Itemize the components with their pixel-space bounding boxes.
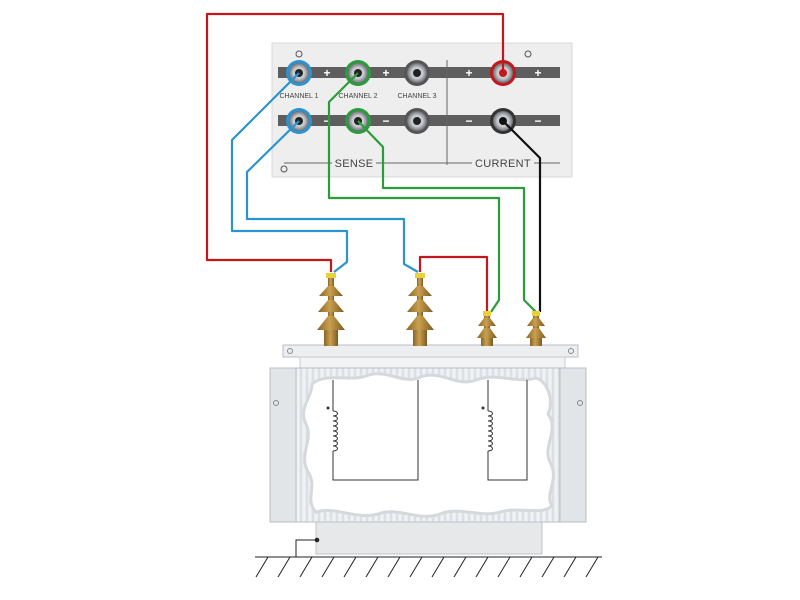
minus-sign: − — [323, 114, 330, 128]
tank-side-left — [269, 367, 297, 523]
channel2-positive-lead — [327, 72, 501, 313]
plus-sign: + — [534, 66, 541, 80]
plus-sign: + — [323, 66, 330, 80]
hv-bushing-1 — [317, 273, 345, 346]
winding-right — [481, 380, 528, 481]
lv-bushing-2 — [526, 311, 546, 346]
cover-flange — [299, 356, 566, 370]
sense-label: SENSE — [335, 158, 374, 170]
jack-channel3-positive[interactable] — [404, 60, 430, 86]
panel-screw — [524, 50, 532, 58]
jack-channel3-negative[interactable] — [404, 108, 430, 134]
cover-bolt — [568, 348, 574, 354]
channel-1-label: CHANNEL 1 — [279, 93, 318, 100]
minus-sign: − — [465, 114, 472, 128]
transformer — [269, 344, 587, 555]
jumper-lead — [418, 255, 489, 312]
transformer-cover — [282, 344, 579, 358]
minus-sign: − — [534, 114, 541, 128]
current-negative-lead — [502, 120, 542, 312]
tank-bolt — [273, 400, 279, 406]
hv-bushing-2 — [406, 273, 434, 346]
channel2-negative-lead — [357, 120, 537, 313]
connection-panel: + + + + − − − − CHANNEL 1 CHANNEL 2 CHAN… — [271, 42, 573, 178]
channel-2-label: CHANNEL 2 — [338, 93, 377, 100]
plus-sign: + — [465, 66, 472, 80]
current-label: CURRENT — [475, 158, 531, 170]
winding-coil-icon — [332, 410, 338, 452]
winding-left — [326, 380, 419, 481]
lv-bushing-1 — [477, 311, 497, 346]
cover-bolt — [287, 348, 293, 354]
plus-sign: + — [382, 66, 389, 80]
transformer-base — [315, 521, 543, 555]
channel1-positive-lead — [230, 72, 349, 273]
channel-3-label: CHANNEL 3 — [397, 93, 436, 100]
panel-screw — [280, 165, 288, 173]
tank-bolt — [577, 400, 583, 406]
ground-symbol-icon — [255, 537, 602, 578]
channel1-negative-lead — [245, 120, 419, 273]
minus-sign: − — [382, 114, 389, 128]
tank-side-right — [559, 367, 587, 523]
winding-coil-icon — [487, 410, 493, 452]
test-leads — [205, 12, 542, 313]
panel-screw — [295, 50, 303, 58]
tank-cutaway — [302, 372, 555, 518]
current-positive-lead — [205, 12, 505, 272]
